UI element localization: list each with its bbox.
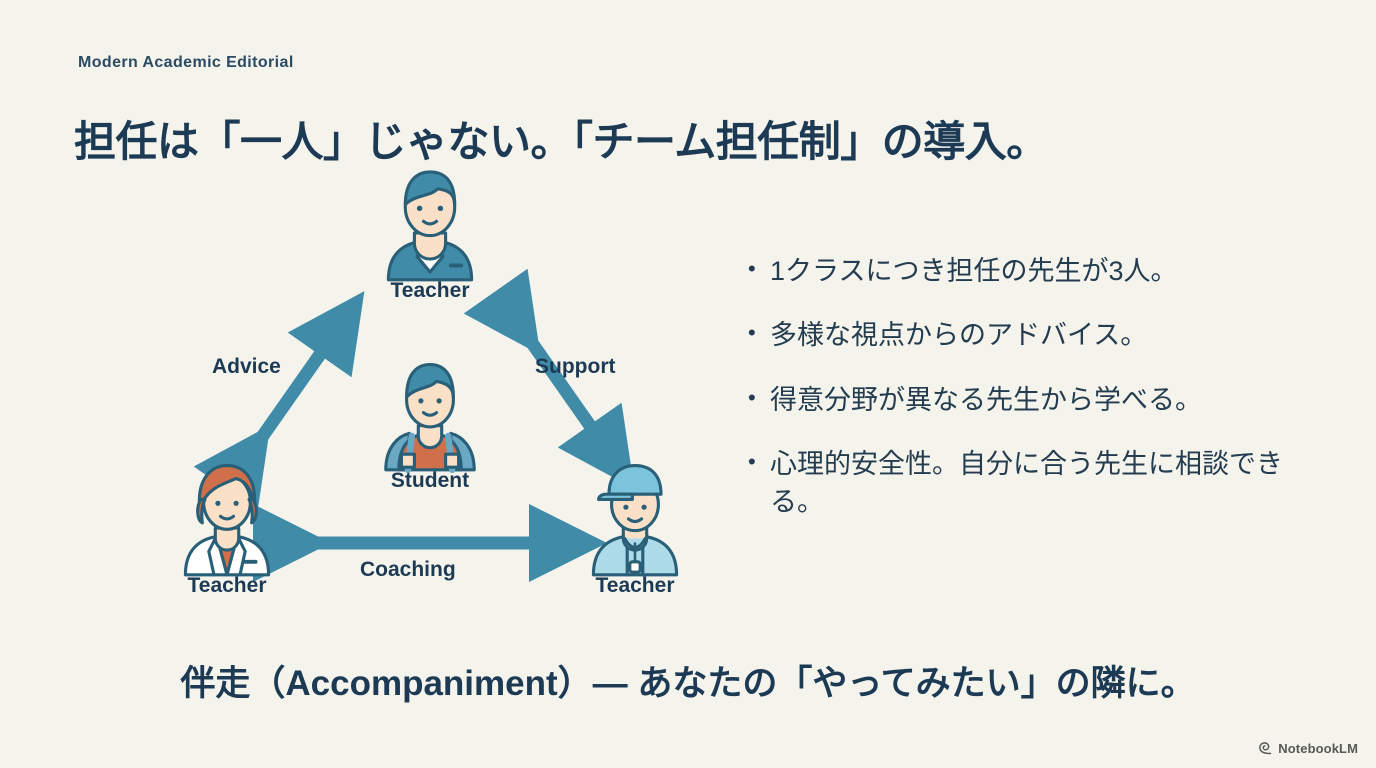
edge-label-advice: Advice [212, 355, 281, 378]
student-backpack-avatar-icon [384, 362, 476, 474]
diagram-node-top-teacher: Teacher [355, 155, 505, 303]
diagram-arrows [193, 268, 635, 582]
bullet-marker-icon: • [748, 448, 756, 474]
eyebrow-label: Modern Academic Editorial [78, 54, 294, 71]
key-points-list: • 1クラスにつき担任の先生が3人。 • 多様な視点からのアドバイス。 • 得意… [748, 252, 1308, 522]
list-item: • 1クラスにつき担任の先生が3人。 [748, 252, 1308, 290]
footer-caption: 伴走（Accompaniment）— あなたの「やってみたい」の隣に。 [180, 664, 1196, 703]
teacher-labcoat-avatar-icon [183, 464, 271, 577]
list-item-text: 心理的安全性。自分に合う先生に相談できる。 [770, 448, 1283, 518]
edge-label-support: Support [535, 355, 616, 378]
list-item: • 得意分野が異なる先生から学べる。 [748, 381, 1308, 419]
list-item-text: 多様な視点からのアドバイス。 [770, 320, 1148, 351]
teacher-coach-avatar-icon [591, 464, 679, 577]
list-item: • 心理的安全性。自分に合う先生に相談できる。 [748, 445, 1308, 522]
page-title: 担任は「一人」じゃない。「チーム担任制」の導入。 [74, 118, 1048, 166]
bullet-marker-icon: • [748, 256, 756, 281]
diagram-node-student: Student [355, 345, 505, 493]
bullet-marker-icon: • [748, 320, 756, 346]
notebooklm-watermark: NotebookLM [1258, 741, 1358, 756]
diagram-node-right-teacher: Teacher [560, 450, 710, 598]
node-label: Teacher [595, 574, 675, 597]
teacher-suit-avatar-icon [386, 170, 474, 282]
list-item-text: 1クラスにつき担任の先生が3人。 [770, 256, 1178, 286]
bullet-marker-icon: • [748, 384, 756, 410]
notebooklm-spiral-icon [1259, 742, 1272, 755]
node-label: Student [390, 469, 470, 492]
arrow-advice [193, 291, 365, 512]
list-item-text: 得意分野が異なる先生から学べる。 [770, 384, 1202, 415]
arrow-support [463, 268, 635, 489]
edge-label-coaching: Coaching [360, 558, 456, 581]
team-teaching-diagram: Teacher [120, 155, 740, 635]
diagram-node-left-teacher: Teacher [152, 450, 302, 598]
list-item: • 多様な視点からのアドバイス。 [748, 316, 1308, 354]
node-label: Teacher [187, 574, 267, 597]
watermark-label: NotebookLM [1278, 741, 1358, 756]
node-label: Teacher [390, 279, 470, 302]
